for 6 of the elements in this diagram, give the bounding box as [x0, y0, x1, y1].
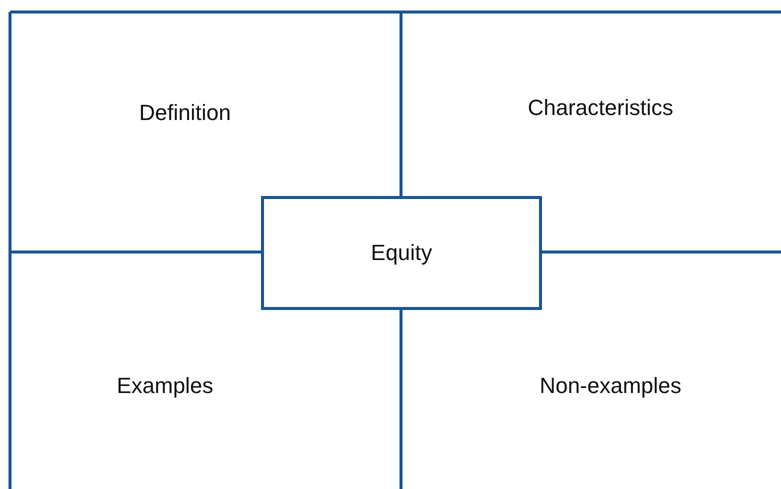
quadrant-heading: Definition [139, 100, 231, 126]
quadrant-heading: Examples [116, 373, 214, 399]
quadrant-heading: Characteristics [528, 95, 674, 121]
quadrant-heading: Non-examples [540, 373, 682, 399]
term-label: Equity [370, 240, 432, 266]
center-box [261, 196, 542, 310]
